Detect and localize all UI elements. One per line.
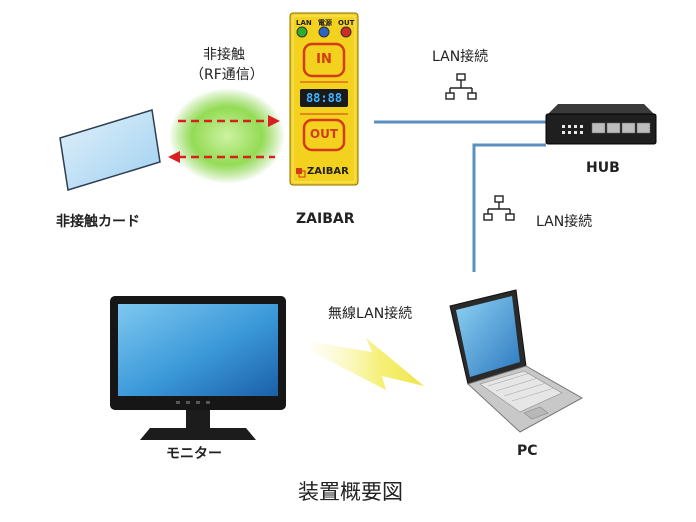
hub-device [545,104,657,145]
rf-arrow-left [168,151,275,163]
led-label-power: 電源 [318,19,332,27]
diagram-title: 装置概要図 [298,480,403,504]
laptop-pc [449,289,584,433]
network-icon [483,195,515,221]
lan-label-top: LAN接続 [432,49,489,65]
rf-glow [169,88,285,184]
lightning-icon [312,338,424,390]
pc-label: PC [517,443,538,459]
device-display: 88:88 [305,91,343,105]
card-label: 非接触カード [56,214,140,230]
led-label-lan: LAN [296,19,312,27]
rf-label-line2: （RF通信） [190,67,264,83]
wireless-label: 無線LAN接続 [328,306,413,322]
rf-label-line1: 非接触 [203,47,245,63]
zaibar-device [289,12,359,186]
device-out-label: OUT [309,127,339,141]
network-icon [445,73,477,100]
lan-cable-hub-pc [472,143,546,272]
zaibar-label: ZAIBAR [296,211,355,227]
contactless-card [59,109,161,191]
lan-label-right: LAN接続 [536,214,593,230]
monitor-label: モニター [166,446,222,462]
hub-label: HUB [586,160,620,176]
device-brand: ZAIBAR [307,166,349,177]
led-label-out: OUT [338,19,355,27]
rf-arrow-right [178,115,280,127]
device-in-label: IN [316,52,332,67]
monitor [110,296,286,440]
